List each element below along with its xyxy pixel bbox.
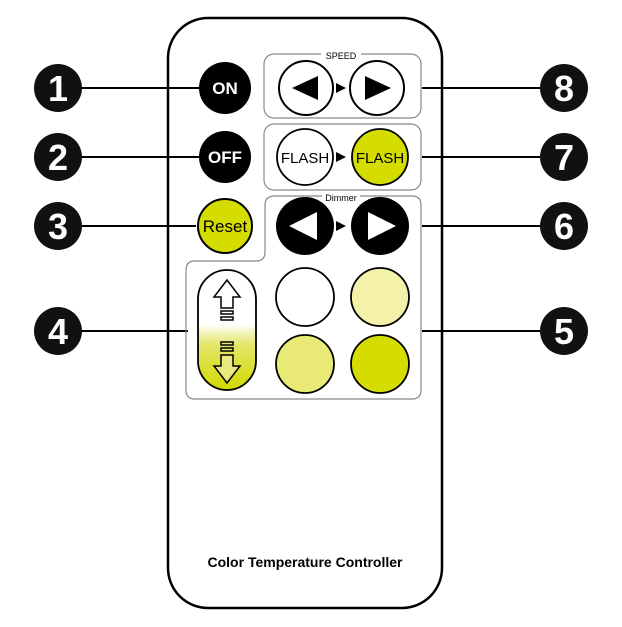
color-yellow-button[interactable] xyxy=(350,334,410,394)
flash-group xyxy=(263,123,422,191)
left-arrow-icon xyxy=(289,212,317,240)
reset-button-label: Reset xyxy=(203,217,248,236)
svg-text:2: 2 xyxy=(48,137,68,178)
off-button-label: OFF xyxy=(208,148,242,167)
callout-7: 7 xyxy=(540,133,588,181)
callout-4: 4 xyxy=(34,307,82,355)
svg-text:8: 8 xyxy=(554,68,574,109)
arrow-up-icon xyxy=(212,278,242,321)
speed-group: SPEED xyxy=(263,50,422,119)
dimmer-down-button[interactable] xyxy=(276,197,334,255)
color-pale-yellow-button[interactable] xyxy=(275,334,335,394)
svg-text:1: 1 xyxy=(48,68,68,109)
svg-text:6: 6 xyxy=(554,206,574,247)
callout-1: 1 xyxy=(34,64,82,112)
left-arrow-icon xyxy=(292,76,318,100)
speed-direction-arrow-icon xyxy=(336,83,346,93)
slider-track xyxy=(197,269,257,391)
callout-5: 5 xyxy=(540,307,588,355)
dimmer-direction-arrow-icon xyxy=(336,221,346,231)
off-button[interactable]: OFF xyxy=(199,131,251,183)
dimmer-up-button[interactable] xyxy=(351,197,409,255)
svg-text:7: 7 xyxy=(554,137,574,178)
flash-white-label: FLASH xyxy=(281,150,329,167)
on-button-label: ON xyxy=(212,79,238,98)
flash-yellow-label: FLASH xyxy=(356,150,404,167)
flash-yellow-button[interactable]: FLASH xyxy=(351,128,409,186)
speed-up-button[interactable] xyxy=(349,60,405,116)
color-light-yellow-button[interactable] xyxy=(350,267,410,327)
flash-white-button[interactable]: FLASH xyxy=(276,128,334,186)
right-arrow-icon xyxy=(365,76,391,100)
flash-group-border xyxy=(263,123,422,191)
callout-2: 2 xyxy=(34,133,82,181)
speed-down-button[interactable] xyxy=(278,60,334,116)
svg-text:5: 5 xyxy=(554,311,574,352)
remote-footer-label: Color Temperature Controller xyxy=(208,554,404,570)
speed-label: SPEED xyxy=(326,51,357,61)
on-button[interactable]: ON xyxy=(199,62,251,114)
arrow-down-icon xyxy=(212,341,242,385)
color-white-button[interactable] xyxy=(275,267,335,327)
dimmer-label: Dimmer xyxy=(325,193,357,203)
flash-direction-arrow-icon xyxy=(336,152,346,162)
right-arrow-icon xyxy=(368,212,396,240)
svg-text:4: 4 xyxy=(48,311,68,352)
callout-6: 6 xyxy=(540,202,588,250)
callout-3: 3 xyxy=(34,202,82,250)
svg-text:3: 3 xyxy=(48,206,68,247)
reset-button[interactable]: Reset xyxy=(197,198,253,254)
leader-lines xyxy=(78,87,545,332)
color-temperature-slider[interactable] xyxy=(197,269,257,391)
dimmer-color-group-border xyxy=(185,195,422,400)
callout-8: 8 xyxy=(540,64,588,112)
